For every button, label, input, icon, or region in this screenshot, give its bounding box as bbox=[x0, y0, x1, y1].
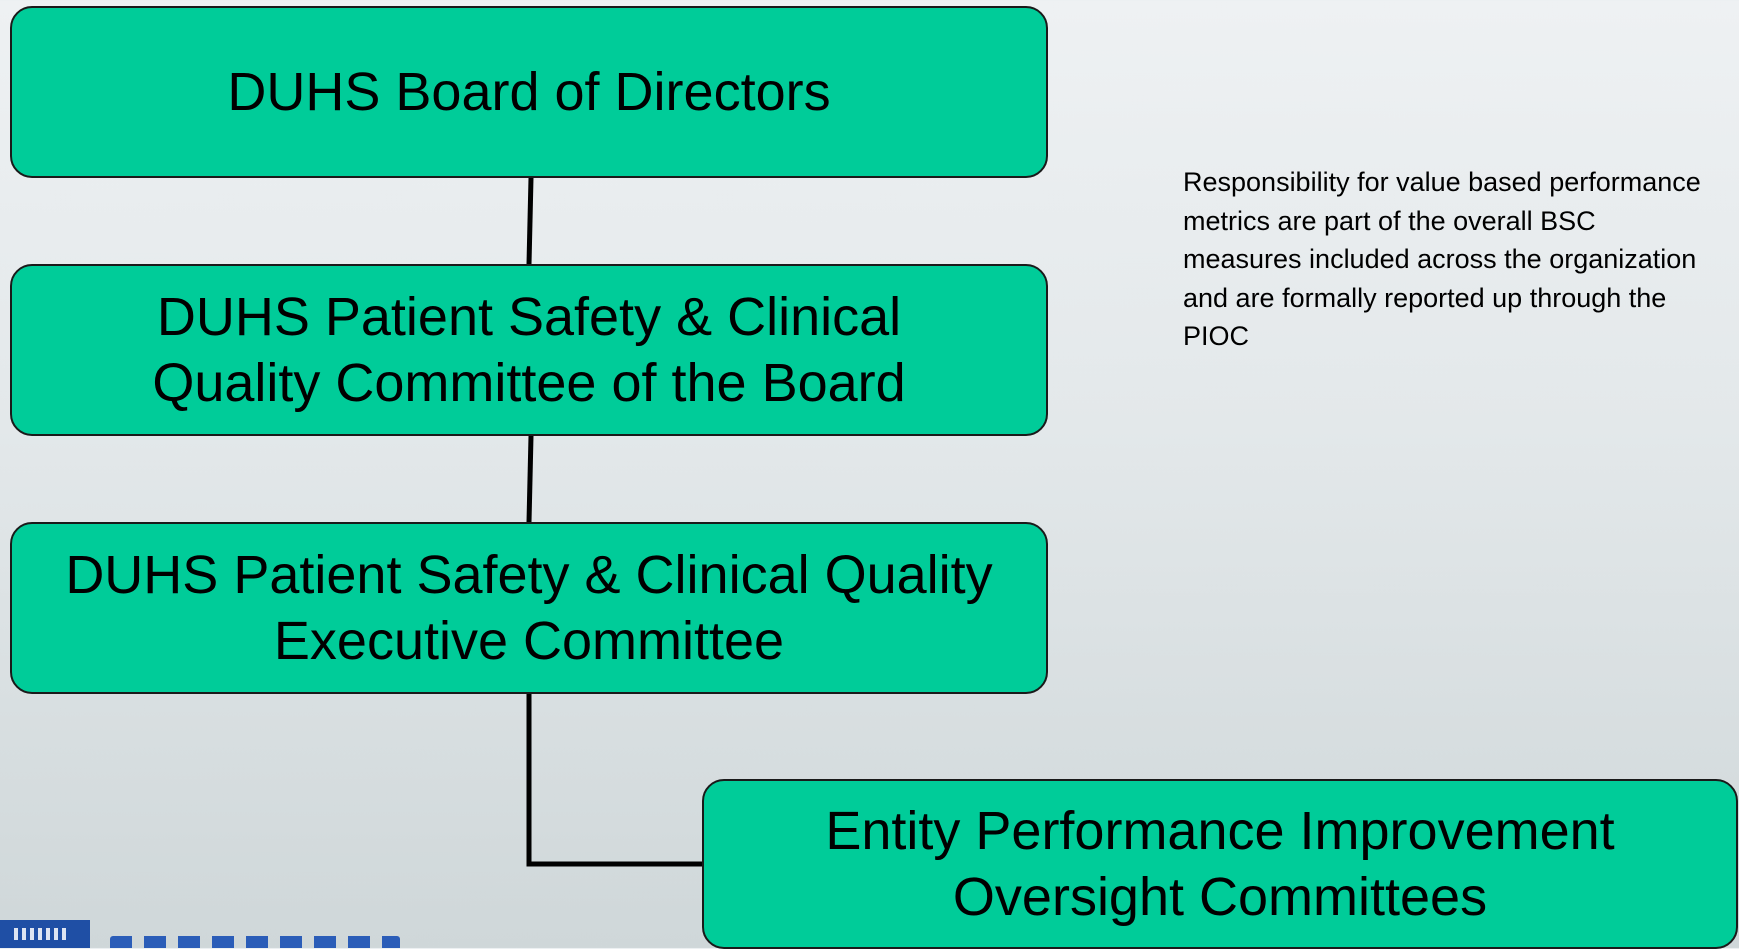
entity-pi-oversight-label-line1: Entity Performance Improvement bbox=[825, 801, 1615, 861]
entity-pi-oversight-label-line2: Oversight Committees bbox=[952, 867, 1488, 927]
psq-executive-committee-label-line1: DUHS Patient Safety & Clinical Quality bbox=[65, 545, 993, 605]
psq-committee-of-board-box: DUHS Patient Safety & Clinical Quality C… bbox=[10, 264, 1048, 436]
psq-committee-of-board-label-line1: DUHS Patient Safety & Clinical bbox=[156, 287, 902, 347]
entity-pi-oversight-box: Entity Performance Improvement Oversight… bbox=[702, 779, 1738, 949]
psq-committee-of-board-label-line2: Quality Committee of the Board bbox=[152, 353, 906, 413]
connector-psq-exec-to-entity bbox=[526, 694, 702, 867]
psq-executive-committee-box: DUHS Patient Safety & Clinical Quality E… bbox=[10, 522, 1048, 694]
board-of-directors-box: DUHS Board of Directors bbox=[10, 6, 1048, 178]
logo-wordmark bbox=[110, 936, 400, 948]
duke-medicine-logo-icon bbox=[0, 920, 90, 948]
logo-chapel-mark bbox=[14, 928, 70, 940]
pioc-responsibility-note: Responsibility for value based performan… bbox=[1183, 167, 1701, 351]
board-of-directors-label: DUHS Board of Directors bbox=[227, 62, 831, 122]
connector-psq-board-to-psq-exec bbox=[526, 435, 534, 523]
psq-executive-committee-label-line2: Executive Committee bbox=[273, 611, 785, 671]
connector-board-to-psq-board bbox=[526, 177, 534, 265]
